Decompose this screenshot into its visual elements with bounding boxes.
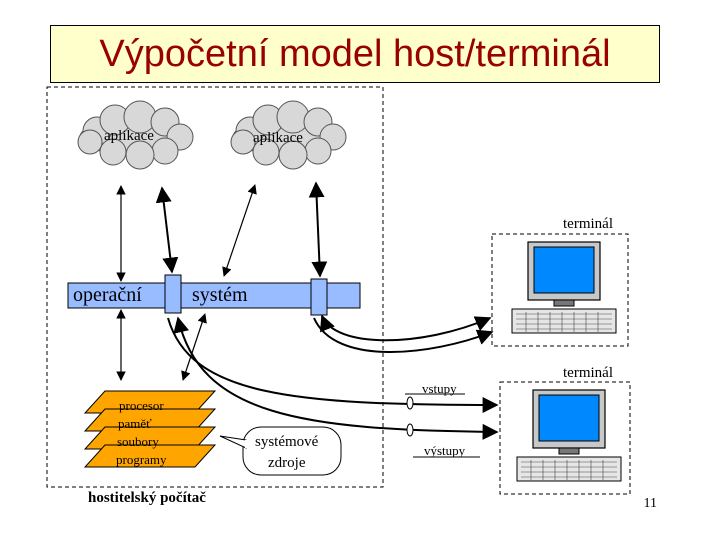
host-boundary <box>46 86 384 488</box>
callout-line-2: zdroje <box>268 455 306 471</box>
terminal-2-boundary <box>499 381 631 495</box>
callout-pointer <box>219 435 247 449</box>
arrow-app1-connector <box>155 186 179 274</box>
os-label-right: systém <box>192 284 248 306</box>
inputs-label: vstupy <box>422 381 457 396</box>
callout-bubble <box>242 426 342 476</box>
slide-title: Výpočetní model host/terminál <box>99 32 611 75</box>
terminal-2-label: terminál <box>563 365 613 381</box>
layer-programy <box>83 444 217 468</box>
terminal-1-boundary <box>491 233 629 347</box>
layer-label-procesor: procesor <box>119 398 164 413</box>
outputs-label: výstupy <box>424 443 466 458</box>
page-number: 11 <box>643 496 657 511</box>
curve-connector1-terminal2-b <box>173 316 499 440</box>
curve-connector2-terminal1-b <box>313 317 494 353</box>
cloud-2-label: aplikace <box>253 130 303 146</box>
host-label: hostitelský počítač <box>88 490 206 506</box>
os-label-left: operační <box>73 284 142 306</box>
os-connector-1 <box>164 274 182 314</box>
terminal-2-computer <box>516 389 622 482</box>
arrow-app2-os <box>222 184 257 277</box>
layer-label-pamet: paměť <box>118 416 152 431</box>
resource-stack <box>83 390 217 468</box>
title-box: Výpočetní model host/terminál <box>50 25 660 83</box>
os-connector-2 <box>310 278 328 316</box>
curve-connector2-terminal1 <box>320 314 492 342</box>
terminal-1-label: terminál <box>563 216 613 232</box>
terminal-1-computer <box>511 241 617 334</box>
arrow-app2-connector <box>308 181 328 278</box>
layer-label-soubory: soubory <box>117 434 159 449</box>
output-port <box>406 423 414 437</box>
arrow-os-resources-2 <box>181 313 207 381</box>
input-port <box>406 396 414 410</box>
layer-label-programy: programy <box>116 452 167 467</box>
callout-line-1: systémové <box>255 434 319 450</box>
cloud-1-label: aplikace <box>104 128 154 144</box>
